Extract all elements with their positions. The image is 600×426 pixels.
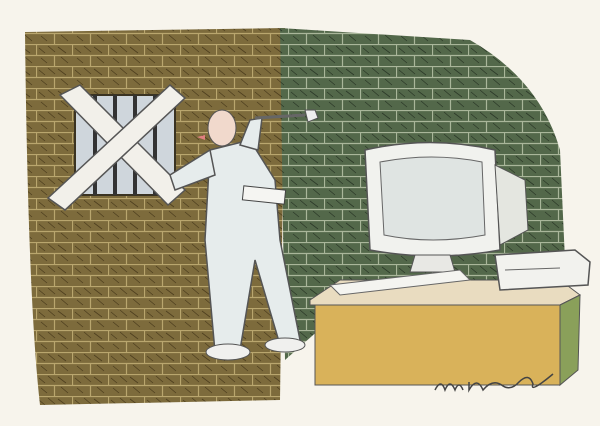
chisel <box>254 113 306 120</box>
artist-signature <box>434 373 554 393</box>
desk <box>309 269 581 387</box>
head <box>207 109 237 147</box>
keyboard <box>328 269 472 296</box>
computer-monitor <box>364 141 529 273</box>
window-plank <box>46 83 187 211</box>
hammer <box>304 109 319 123</box>
prisoner-badge <box>241 185 287 205</box>
barred-window <box>46 83 187 211</box>
printer-device <box>494 249 591 291</box>
monitor-screen <box>379 156 486 241</box>
desk-front <box>314 304 561 386</box>
prisoner-figure <box>169 109 319 361</box>
